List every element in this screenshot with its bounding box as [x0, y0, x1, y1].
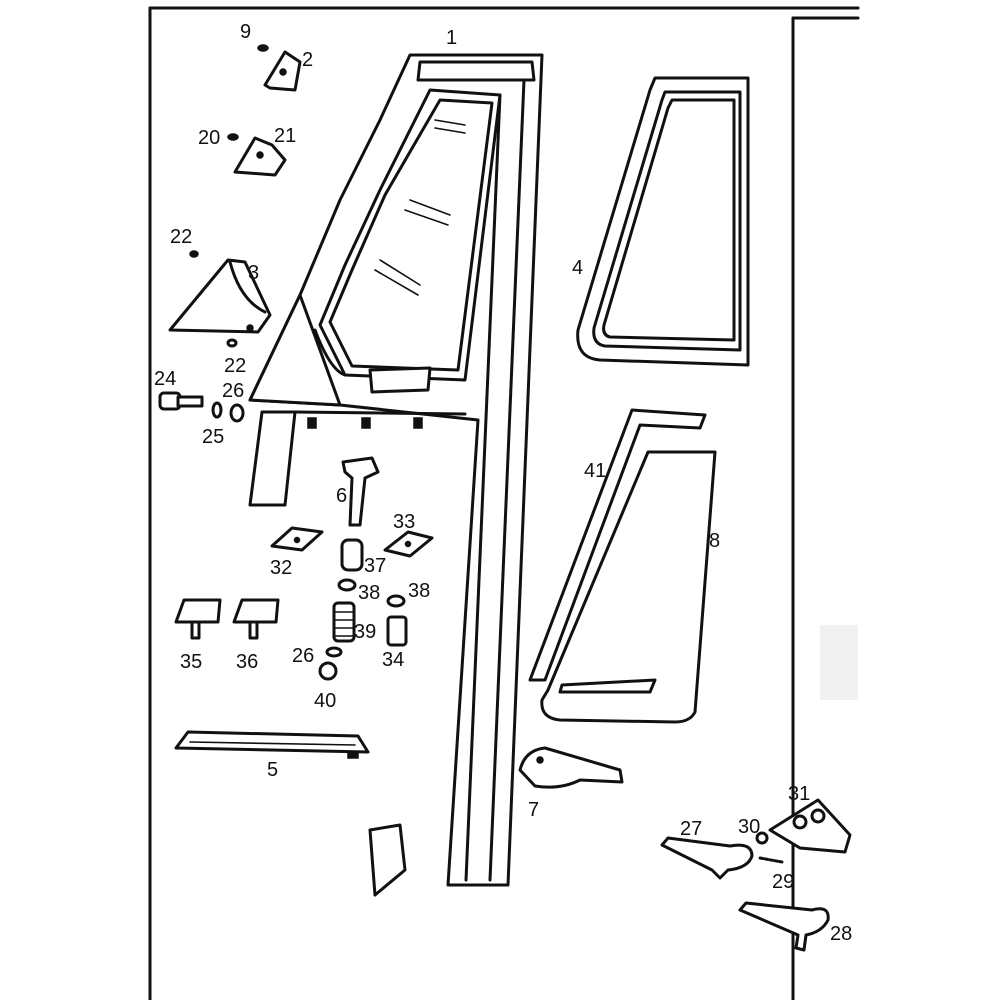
callout-1: 1 [446, 27, 457, 49]
callout-7: 6 [336, 485, 347, 507]
part-38-ring-right [386, 594, 406, 608]
part-24-bolt [158, 391, 204, 411]
part-26-washer-upper [229, 403, 245, 423]
part-34-nut [386, 615, 408, 647]
callout-39: 39 [354, 621, 376, 643]
part-9-window-glass [540, 450, 717, 724]
part-22-screw-upper [189, 250, 199, 258]
part-37-sleeve [340, 538, 364, 572]
page-frame [148, 6, 860, 1000]
callout-28: 28 [830, 923, 852, 945]
callout-38-left: 38 [358, 582, 380, 604]
callout-27: 27 [680, 818, 702, 840]
callout-26-upper: 26 [222, 380, 244, 402]
callout-36: 36 [236, 651, 258, 673]
callout-2: 2 [302, 49, 313, 71]
part-29-spring [758, 856, 784, 864]
callout-40: 40 [314, 690, 336, 712]
part-20-screw [257, 44, 269, 52]
part-8-bracket [518, 746, 624, 789]
callout-8: 7 [528, 799, 539, 821]
callout-labels: 1 2 21 3 4 5 6 7 8 9 20 22 22 24 25 26 2… [154, 21, 852, 945]
callout-29: 29 [772, 871, 794, 893]
part-33-pad [383, 530, 434, 558]
callout-4: 3 [248, 262, 259, 284]
callout-22-upper: 22 [170, 226, 192, 248]
callout-37: 37 [364, 555, 386, 577]
callout-34: 34 [382, 649, 404, 671]
part-38-ring-left [337, 578, 357, 592]
part-39-spring [332, 601, 356, 643]
callout-24: 24 [154, 368, 176, 390]
callout-20: 9 [240, 21, 251, 43]
part-26-washer-lower [325, 646, 343, 658]
part-41-seal-strip [528, 408, 707, 682]
callout-33: 33 [393, 511, 415, 533]
callout-6: 5 [267, 759, 278, 781]
part-25-washer [211, 401, 223, 419]
callout-3: 21 [274, 125, 296, 147]
part-1-door-frame [248, 53, 544, 897]
callout-5: 4 [572, 257, 583, 279]
frame-lower-channel [248, 410, 467, 507]
callout-9: 8 [709, 530, 720, 552]
part-32-pad [270, 526, 324, 552]
part-35-knob [174, 598, 222, 640]
callout-21: 20 [198, 127, 220, 149]
part-3-bracket [233, 136, 287, 177]
part-22-screw-lower [226, 338, 238, 348]
callout-38-right: 38 [408, 580, 430, 602]
callout-32: 32 [270, 557, 292, 579]
callout-22-lower: 22 [224, 355, 246, 377]
part-21-screw [227, 133, 239, 141]
part-2-bracket [263, 50, 302, 92]
part-30-pin [755, 831, 769, 845]
part-40-nut [318, 661, 338, 681]
part-7-handle [341, 456, 380, 527]
part-31-hinge-bracket [768, 798, 852, 854]
callout-35: 35 [180, 651, 202, 673]
callout-25: 25 [202, 426, 224, 448]
part-4-corner-panel [168, 258, 272, 334]
callout-30: 30 [738, 816, 760, 838]
part-27-lever [660, 836, 754, 880]
part-5-window-seal [576, 76, 750, 367]
part-28-lever [738, 901, 830, 952]
callout-26-lower: 26 [292, 645, 314, 667]
part-36-knob [232, 598, 280, 640]
part-6-channel-strip [174, 730, 370, 759]
callout-41: 41 [584, 460, 606, 482]
callout-31: 31 [788, 783, 810, 805]
